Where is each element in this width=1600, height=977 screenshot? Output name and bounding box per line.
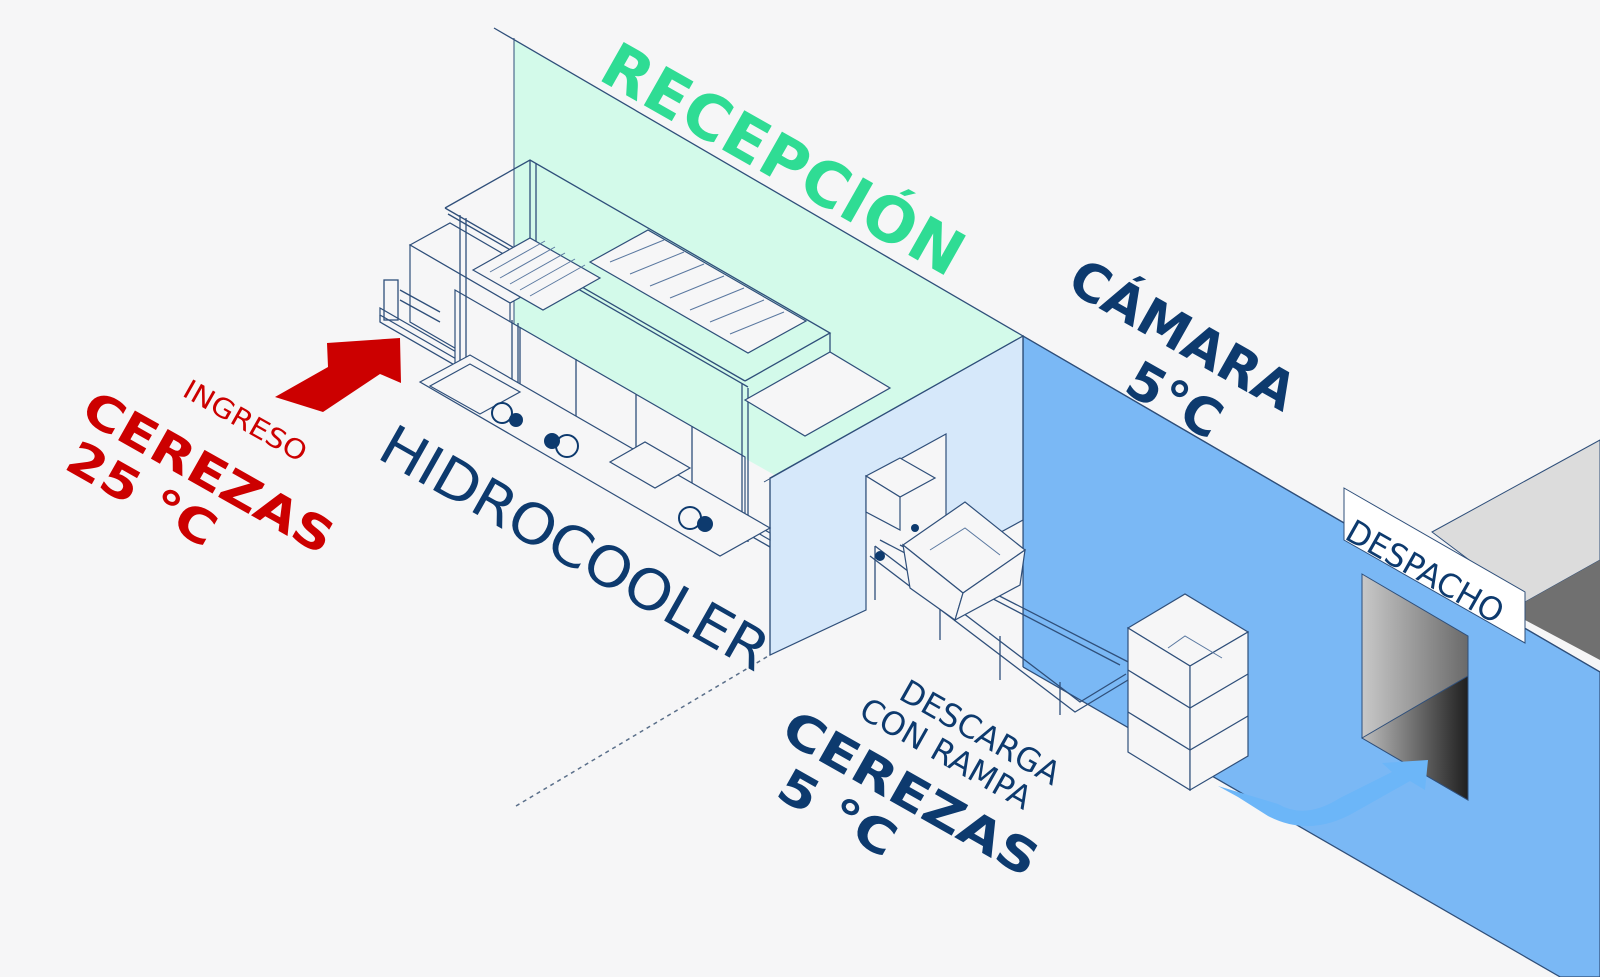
dispatch-arrow-icon [1218,760,1428,827]
stacked-bins [1126,593,1250,792]
reception-zone-wall [514,40,1023,478]
pump-icon [678,506,713,532]
hidrocooler-machine [379,159,892,557]
ingress-arrow-icon [275,338,401,412]
divider-wall-cap [763,335,1024,483]
unloading-ramp [864,457,1141,715]
pump-icon [491,402,523,427]
cold-room-floor-edge [1022,666,1562,977]
floor-boundary-dashed [515,654,771,807]
pump-icon [544,433,579,458]
cold-room-floor [770,520,1560,977]
dispatch-sign [1343,487,1526,644]
reception-wall-top-edge [493,27,1024,337]
